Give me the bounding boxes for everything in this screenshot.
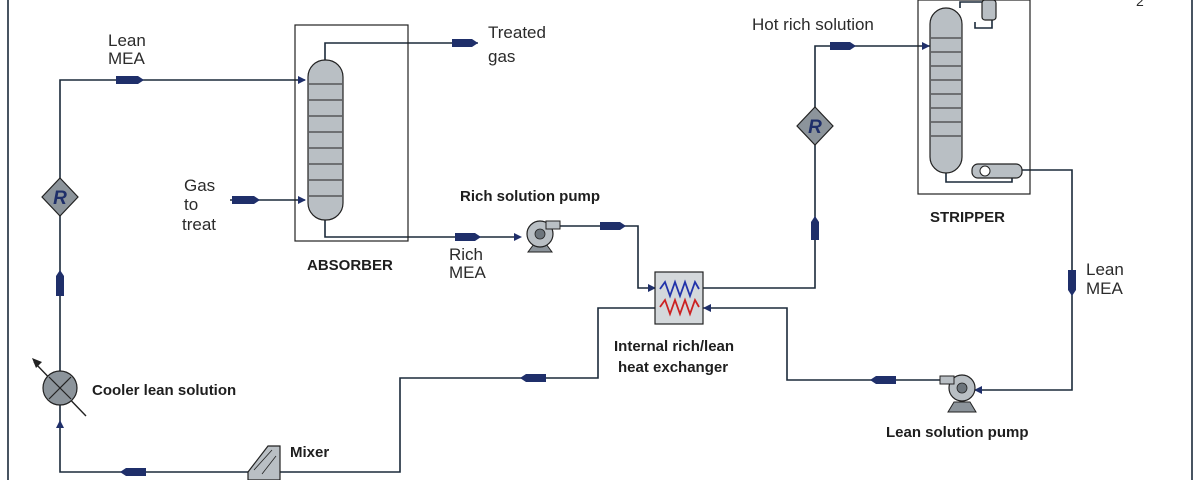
absorber-inlet-arrowhead <box>298 76 306 84</box>
stripper-overhead-line <box>959 1 984 8</box>
recycle-right-label: R <box>808 117 822 138</box>
treated-gas-label-2: gas <box>488 47 515 66</box>
mixer-label: Mixer <box>290 444 329 461</box>
hx-cold-coil <box>659 279 700 299</box>
lean-mea-return-line <box>59 79 305 473</box>
lean-solution-pump-label: Lean solution pump <box>886 424 1029 441</box>
stripper-reboiler-line <box>945 172 1013 183</box>
rich-to-hx-line <box>555 225 655 289</box>
heat-exchanger-label-2: heat exchanger <box>618 359 728 376</box>
stripper-column-icon <box>929 7 963 174</box>
heat-exchanger-label-1: Internal rich/lean <box>614 338 734 355</box>
recycle-left[interactable]: R <box>41 177 79 217</box>
stripper-label: STRIPPER <box>930 209 1005 226</box>
recycle-left-label: R <box>53 188 67 209</box>
heat-exchanger-icon <box>654 271 704 325</box>
gas-to-treat-label-1: Gas <box>184 176 215 195</box>
lean-pump-inlet-arrowhead <box>974 386 982 394</box>
pump-inlet-arrowhead <box>514 233 522 241</box>
mixer[interactable] <box>247 445 281 480</box>
hx-rich-inlet-arrowhead <box>648 284 656 292</box>
stripper-trays <box>931 37 961 137</box>
hot-rich-to-stripper-line <box>814 45 930 112</box>
gas-to-treat-label-2: to <box>184 195 198 214</box>
lean-mea-right-label-2: MEA <box>1086 279 1124 298</box>
flow-arrows <box>56 39 1076 476</box>
gas-to-treat-label-3: treat <box>182 215 216 234</box>
cooler-lean-solution[interactable] <box>32 358 87 417</box>
absorber-trays <box>309 83 342 197</box>
rich-mea-line <box>324 220 520 238</box>
lean-to-hx-line <box>703 307 942 381</box>
hot-rich-solution-label: Hot rich solution <box>752 15 874 34</box>
rich-solution-pump[interactable] <box>526 220 561 253</box>
mixer-icon <box>247 445 281 480</box>
hx-to-mixer-line <box>280 307 655 473</box>
stripper-bottoms-line <box>975 169 1073 391</box>
recycle-diamond-icon <box>796 106 834 146</box>
lean-solution-pump[interactable] <box>939 374 977 413</box>
condenser-drum-icon <box>981 0 997 21</box>
absorber-box <box>294 24 409 242</box>
rich-mea-label-2: MEA <box>449 263 487 282</box>
stripper-reflux-line <box>974 20 993 29</box>
heat-exchanger[interactable] <box>654 271 704 325</box>
cooler-lean-solution-label: Cooler lean solution <box>92 382 236 399</box>
absorber-unit[interactable] <box>294 24 409 242</box>
rich-solution-pump-label: Rich solution pump <box>460 188 600 205</box>
lean-mea-right-label-1: Lean <box>1086 260 1124 279</box>
absorber-label: ABSORBER <box>307 257 393 274</box>
cooler-outlet-arrowhead <box>56 420 64 428</box>
reboiler-nozzle-icon <box>979 165 991 177</box>
lean-mea-left-label-1: Lean <box>108 31 146 50</box>
treated-gas-line <box>324 42 478 62</box>
corner-mark: 2 <box>1136 0 1144 9</box>
stripper-unit[interactable] <box>917 0 1031 195</box>
stripper-inlet-arrowhead <box>922 42 930 50</box>
recycle-diamond-icon <box>41 177 79 217</box>
lean-mea-left-label-2: MEA <box>108 49 146 68</box>
rich-mea-label-1: Rich <box>449 245 483 264</box>
hot-rich-line <box>703 140 816 289</box>
recycle-right[interactable]: R <box>796 106 834 146</box>
treated-gas-label-1: Treated <box>488 23 546 42</box>
stripper-box <box>917 0 1031 195</box>
gas-inlet-arrowhead <box>298 196 306 204</box>
hx-lean-inlet-arrowhead <box>703 304 711 312</box>
hx-hot-coil <box>659 297 700 317</box>
pump-base-icon <box>947 401 977 413</box>
